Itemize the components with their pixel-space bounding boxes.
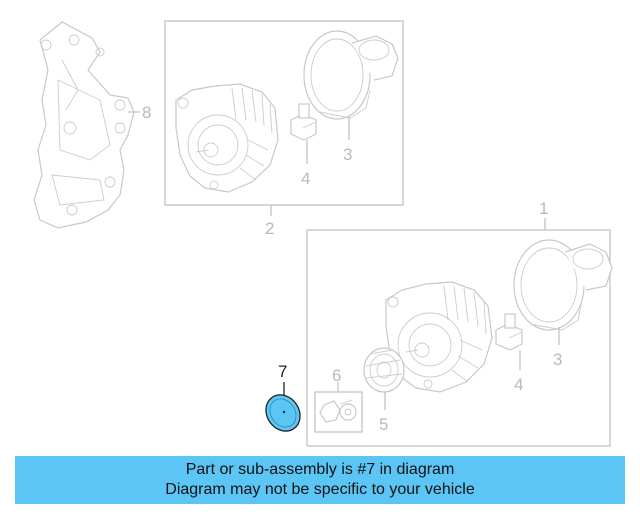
regulator-upper[interactable] — [290, 103, 317, 141]
assembly-box-1 — [306, 229, 611, 447]
alternator-upper[interactable] — [175, 83, 279, 193]
pulley[interactable] — [363, 347, 405, 393]
callout-1[interactable]: 1 — [539, 199, 548, 218]
callout-8[interactable]: 8 — [142, 103, 151, 122]
info-banner: Part or sub-assembly is #7 in diagram Di… — [15, 456, 625, 504]
highlighted-cap[interactable] — [259, 388, 307, 437]
callout-3-top[interactable]: 3 — [343, 145, 352, 164]
callout-2[interactable]: 2 — [265, 219, 274, 238]
callout-4-top[interactable]: 4 — [301, 169, 310, 188]
assembly-box-2 — [164, 20, 404, 206]
housing-upper[interactable] — [303, 30, 399, 120]
alternator-lower[interactable] — [385, 281, 493, 393]
banner-line-disclaimer: Diagram may not be specific to your vehi… — [165, 481, 475, 498]
banner-line-part: Part or sub-assembly is #7 in diagram — [185, 461, 455, 478]
housing-lower[interactable] — [513, 239, 613, 331]
callout-5[interactable]: 5 — [379, 415, 388, 434]
hardware-kit[interactable] — [314, 391, 363, 433]
callout-3-bottom[interactable]: 3 — [553, 350, 562, 369]
regulator-lower[interactable] — [495, 313, 523, 351]
mounting-bracket[interactable] — [33, 21, 135, 229]
callout-4-bottom[interactable]: 4 — [514, 375, 523, 394]
callout-6[interactable]: 6 — [332, 366, 341, 385]
callout-7[interactable]: 7 — [278, 362, 287, 381]
